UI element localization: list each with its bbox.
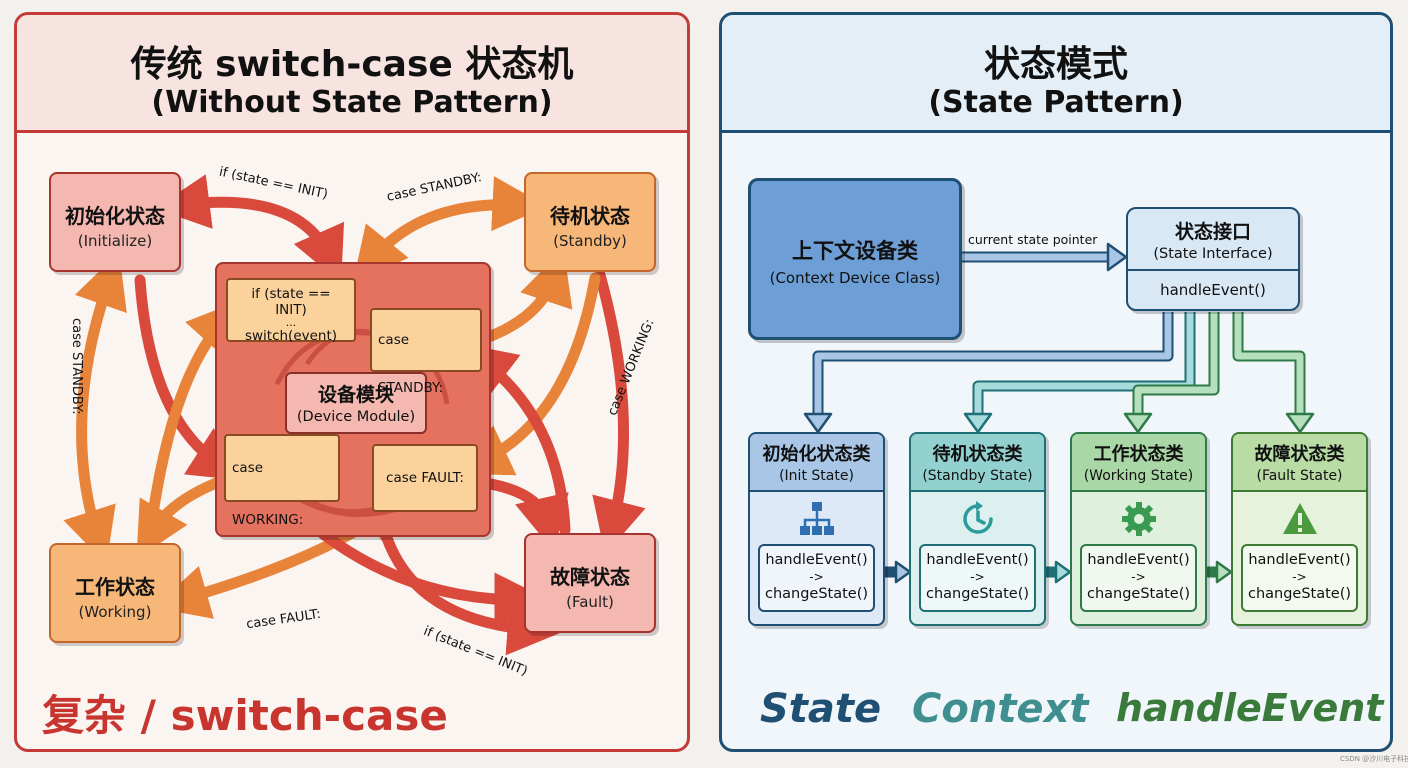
left-subtitle: (Without State Pattern) <box>151 85 553 120</box>
fault-method-arrow: -> <box>1292 570 1307 584</box>
state-fault: 故障状态 (Fault) <box>524 533 656 633</box>
state-init-zh: 初始化状态 <box>65 204 165 228</box>
left-header: 传统 switch-case 状态机 (Without State Patter… <box>17 15 687 133</box>
arrowhead-init <box>803 412 833 434</box>
init-method-change: changeState() <box>764 586 869 602</box>
state-interface: 状态接口 (State Interface) handleEvent() <box>1126 207 1300 311</box>
init-state-head: 初始化状态类 (Init State) <box>750 434 883 492</box>
pointer-label: current state pointer <box>968 232 1098 247</box>
device-module-zh: 设备模块 <box>317 384 394 406</box>
arrow-standby-case <box>474 248 573 346</box>
standby-state-head: 待机状态类 (Standby State) <box>911 434 1044 492</box>
arrow-standby-to-fault-case <box>455 272 601 476</box>
case-init-line1: if (state == INIT) <box>251 286 331 318</box>
arrow-init-down <box>63 252 127 565</box>
state-working: 工作状态 (Working) <box>49 543 181 643</box>
arrow-to-fault <box>1232 312 1306 420</box>
interface-method: handleEvent() <box>1160 281 1266 299</box>
fault-state-head: 故障状态类 (Fault State) <box>1233 434 1366 492</box>
init-method-handle: handleEvent() <box>765 552 868 568</box>
right-subtitle: (State Pattern) <box>928 85 1184 120</box>
fault-state-en: (Fault State) <box>1256 468 1343 484</box>
fault-method-change: changeState() <box>1247 586 1352 602</box>
state-fault-en: (Fault) <box>566 593 614 611</box>
working-state-en: (Working State) <box>1083 468 1194 484</box>
init-state-en: (Init State) <box>779 468 854 484</box>
working-state-class: 工作状态类 (Working State) handleEvent() -> c… <box>1070 432 1207 626</box>
arrow-module-to-standby <box>352 176 548 284</box>
standby-method-arrow: -> <box>970 570 985 584</box>
state-init-en: (Initialize) <box>77 232 153 250</box>
working-method-handle: handleEvent() <box>1087 552 1190 568</box>
arrowhead-standby <box>963 412 993 434</box>
arrow-init-to-working-case <box>134 274 246 481</box>
context-en: (Context Device Class) <box>769 269 941 287</box>
warning-icon <box>1283 503 1317 534</box>
interface-zh: 状态接口 <box>1174 221 1251 243</box>
tag-handle-event: handleEvent <box>1116 686 1384 730</box>
watermark: CSDN @汐川电子科技 <box>1340 755 1408 763</box>
arrowhead-fault <box>1285 412 1315 434</box>
context-zh: 上下文设备类 <box>792 239 918 263</box>
hierarchy-icon <box>800 502 834 535</box>
standby-state-en: (Standby State) <box>922 468 1033 484</box>
tag-state: State <box>760 686 882 732</box>
init-state-class: 初始化状态类 (Init State) handleEvent() -> cha… <box>748 432 885 626</box>
interface-en: (State Interface) <box>1153 246 1273 262</box>
device-module-label: 设备模块 (Device Module) <box>285 372 427 434</box>
case-standby: case STANDBY: <box>370 308 482 396</box>
init-method-arrow: -> <box>809 570 824 584</box>
standby-state-class: 待机状态类 (Standby State) handleEvent() -> c… <box>909 432 1046 626</box>
arrowhead-chain-1 <box>894 560 912 584</box>
case-init: if (state == INIT) ... switch(event) <box>226 278 356 344</box>
state-standby: 待机状态 (Standby) <box>524 172 656 272</box>
device-module-en: (Device Module) <box>296 409 416 425</box>
case-fault: case FAULT: <box>372 444 478 512</box>
working-state-head: 工作状态类 (Working State) <box>1072 434 1205 492</box>
right-title: 状态模式 <box>983 44 1128 85</box>
standby-method-handle: handleEvent() <box>926 552 1029 568</box>
arrowhead-chain-2 <box>1054 560 1072 584</box>
arrow-to-working <box>1132 312 1220 420</box>
state-init: 初始化状态 (Initialize) <box>49 172 181 272</box>
working-state-methods: handleEvent() -> changeState() <box>1080 544 1197 612</box>
arrow-init-to-module <box>154 174 345 284</box>
state-working-en: (Working) <box>78 603 152 621</box>
arrowhead-chain-3 <box>1215 560 1233 584</box>
arrow-bottom-cross <box>374 506 563 656</box>
case-init-line2: ... <box>285 316 297 329</box>
arrow-standby-down <box>592 269 646 555</box>
fault-state-class: 故障状态类 (Fault State) handleEvent() -> cha… <box>1231 432 1368 626</box>
case-working: case WORKING: <box>224 434 340 528</box>
interface-head: 状态接口 (State Interface) <box>1128 209 1298 271</box>
working-method-arrow: -> <box>1131 570 1146 584</box>
gear-icon <box>1122 502 1156 536</box>
fault-method-handle: handleEvent() <box>1248 552 1351 568</box>
fault-state-zh: 故障状态类 <box>1254 444 1345 465</box>
working-method-change: changeState() <box>1086 586 1191 602</box>
state-fault-zh: 故障状态 <box>550 565 630 589</box>
right-header: 状态模式 (State Pattern) <box>722 15 1390 133</box>
standby-state-methods: handleEvent() -> changeState() <box>919 544 1036 612</box>
state-standby-en: (Standby) <box>553 232 627 250</box>
standby-method-change: changeState() <box>925 586 1030 602</box>
arrowhead-pointer <box>1106 242 1128 272</box>
fault-state-methods: handleEvent() -> changeState() <box>1241 544 1358 612</box>
state-working-zh: 工作状态 <box>75 575 155 599</box>
left-tagline: 复杂 / switch-case <box>42 691 448 740</box>
context-device-class: 上下文设备类 (Context Device Class) <box>748 178 962 340</box>
init-state-methods: handleEvent() -> changeState() <box>758 544 875 612</box>
standby-state-zh: 待机状态类 <box>932 444 1023 465</box>
case-init-line3: switch(event) <box>244 328 338 344</box>
arrow-to-standby <box>972 312 1196 420</box>
working-state-zh: 工作状态类 <box>1093 444 1184 465</box>
init-state-zh: 初始化状态类 <box>762 444 871 465</box>
arrowhead-working <box>1123 412 1153 434</box>
tag-context: Context <box>912 686 1089 732</box>
left-title: 传统 switch-case 状态机 <box>130 44 574 85</box>
clock-icon <box>963 501 993 534</box>
state-standby-zh: 待机状态 <box>550 204 630 228</box>
